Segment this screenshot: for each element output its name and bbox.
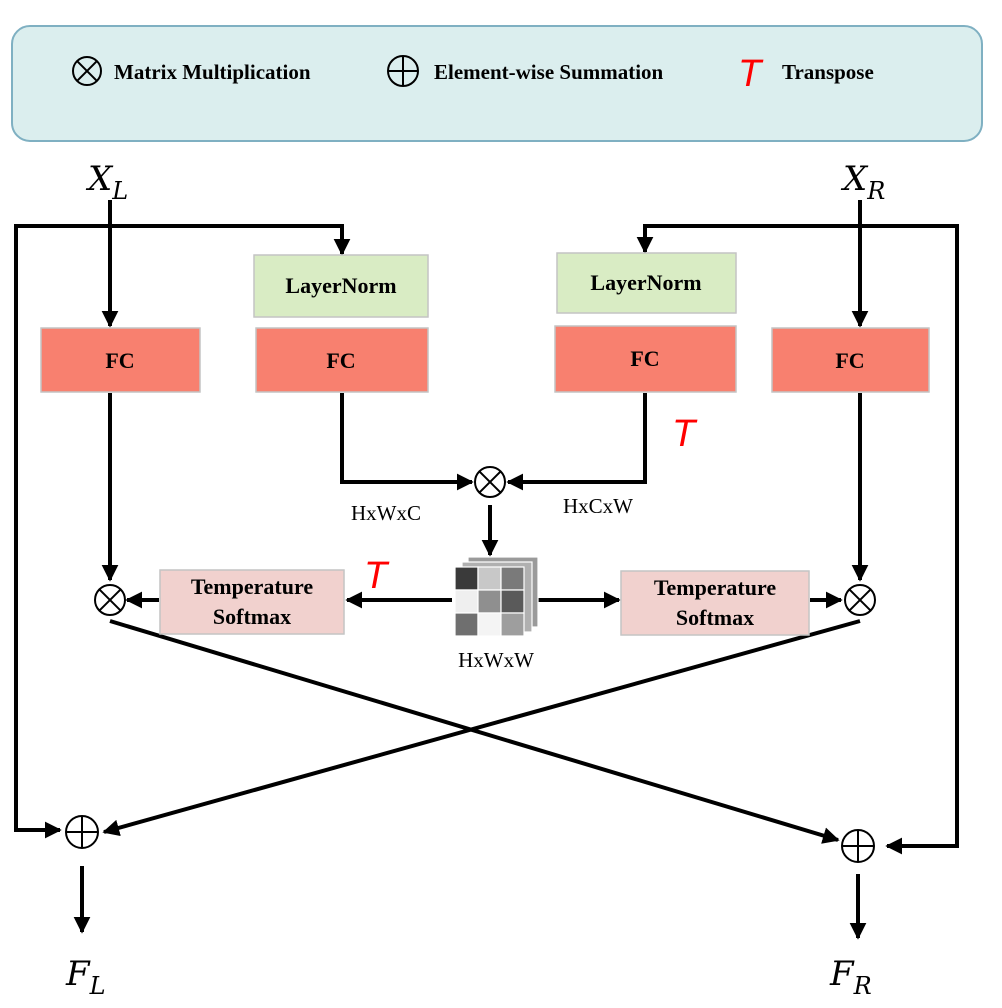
softmax-right-block: Temperature Softmax — [620, 570, 810, 636]
matmul-legend-label: Matrix Multiplication — [114, 60, 311, 84]
arrow-cross-right-to-left-sum — [102, 619, 861, 837]
arrow-xl-to-layernorm — [110, 224, 351, 256]
fc-outer-left-label: FC — [105, 348, 134, 373]
sum-legend-label: Element-wise Summation — [434, 60, 664, 84]
layernorm-left-block: LayerNorm — [253, 254, 429, 318]
transpose-legend-symbol: T — [738, 53, 764, 95]
dim-label-right: HxCxW — [563, 494, 633, 518]
fc-outer-right-block: FC — [771, 327, 930, 393]
sum-legend-icon — [387, 55, 419, 87]
arrow-xl-residual — [14, 224, 120, 839]
matmul-legend-icon — [72, 56, 102, 86]
fc-inner-right-label: FC — [630, 346, 659, 371]
arrow-fc-right-to-matmul — [506, 393, 647, 491]
fc-inner-right-block: FC — [554, 325, 737, 393]
softmax-left-block: Temperature Softmax — [159, 569, 345, 635]
softmax-right-label-line2: Softmax — [676, 605, 754, 630]
input-right-label: XR — [840, 159, 885, 205]
arrow-fc-left-to-matmul — [340, 393, 474, 491]
legend-panel — [11, 25, 983, 142]
sum-left-icon — [65, 815, 99, 849]
layernorm-right-block: LayerNorm — [556, 252, 737, 314]
arrow-xr-residual — [850, 224, 959, 855]
attention-map-icon — [454, 556, 539, 637]
output-right-label: FR — [829, 954, 872, 1000]
dim-label-left: HxWxC — [351, 501, 421, 525]
transpose-legend-label: Transpose — [782, 60, 874, 84]
fc-outer-right-label: FC — [835, 348, 864, 373]
softmax-left-label-line2: Softmax — [213, 604, 291, 629]
transpose-mark-softmax: T — [364, 555, 390, 597]
softmax-right-label-line1: Temperature — [654, 575, 776, 600]
input-left-label: XL — [85, 159, 128, 205]
matmul-center-icon — [474, 466, 506, 498]
dim-label-attention: HxWxW — [458, 648, 534, 672]
fc-outer-left-block: FC — [40, 327, 201, 393]
sum-right-icon — [841, 829, 875, 863]
fc-inner-left-block: FC — [255, 327, 429, 393]
matmul-left-icon — [94, 584, 126, 616]
connectors — [14, 200, 959, 940]
arrow-xr-to-layernorm — [636, 224, 860, 254]
matmul-right-icon — [844, 584, 876, 616]
output-left-label: FL — [65, 954, 106, 1000]
transpose-mark-fc: T — [672, 413, 698, 455]
layernorm-left-label: LayerNorm — [285, 273, 396, 298]
softmax-left-label-line1: Temperature — [191, 574, 313, 599]
layernorm-right-label: LayerNorm — [590, 270, 701, 295]
legend: Matrix Multiplication Element-wise Summa… — [11, 25, 983, 142]
fc-inner-left-label: FC — [326, 348, 355, 373]
